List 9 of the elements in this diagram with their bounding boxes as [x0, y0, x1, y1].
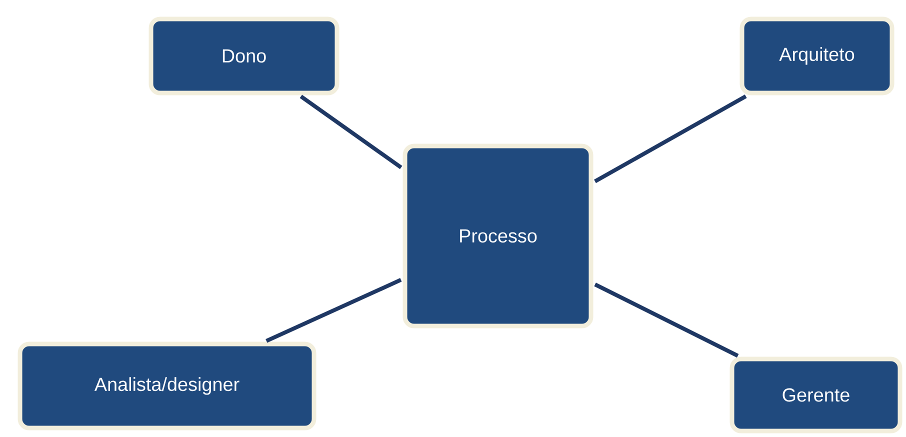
process-box: Arquiteto: [740, 16, 894, 96]
connector-line: [594, 282, 739, 358]
process-box: Dono: [148, 16, 340, 96]
process-box: Processo: [402, 144, 594, 328]
process-box: Gerente: [730, 356, 902, 434]
process-box: Analista/designer: [18, 342, 316, 430]
connector-line: [266, 278, 402, 343]
connector-line: [300, 94, 402, 170]
connector-line: [594, 94, 747, 184]
